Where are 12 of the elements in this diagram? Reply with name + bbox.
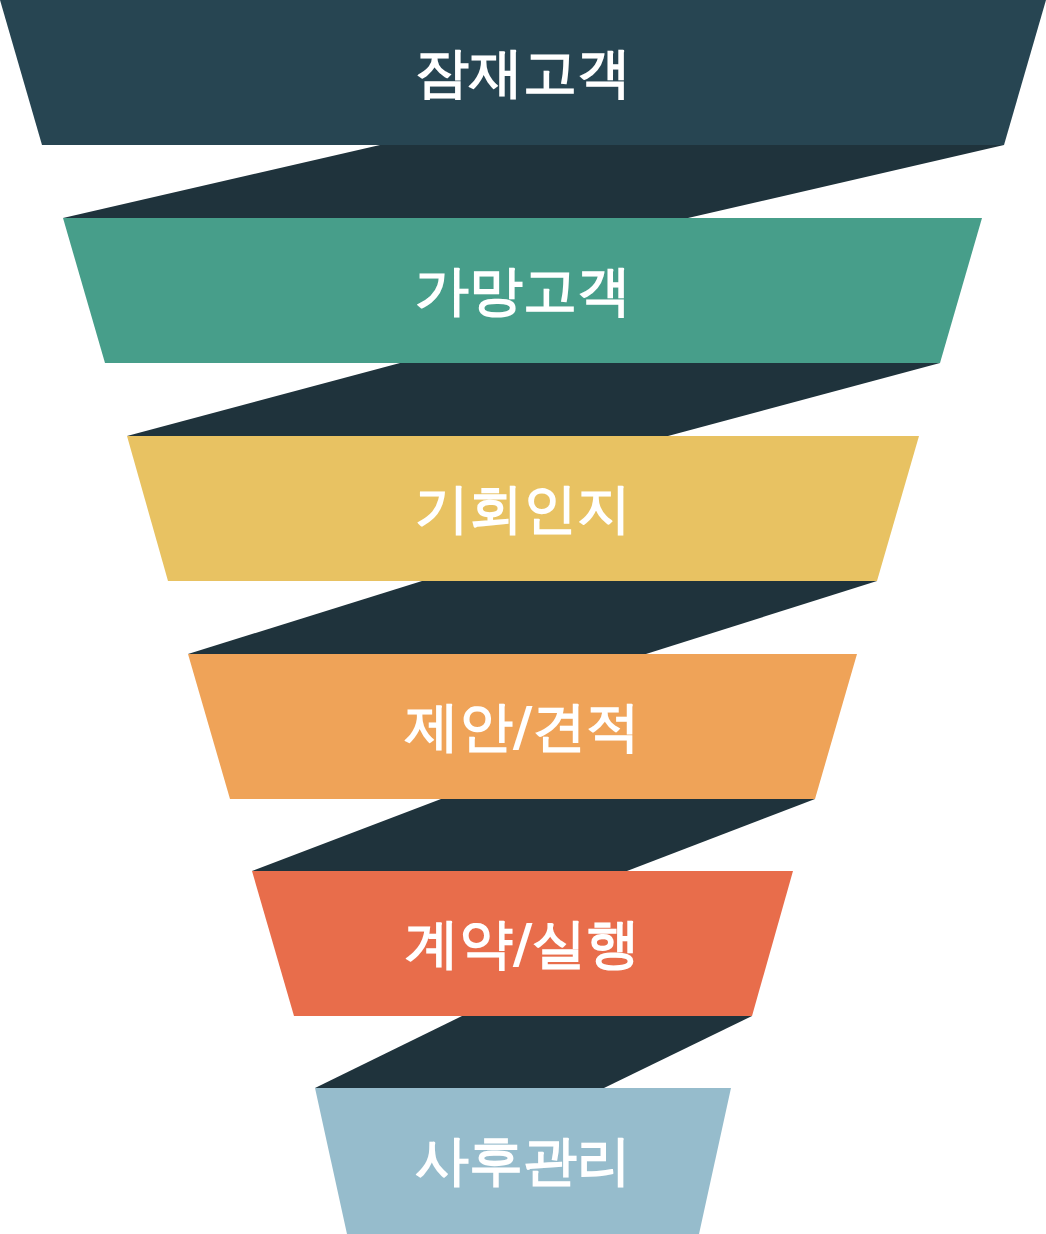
funnel-stage	[188, 654, 857, 799]
stage-label: 계약/실행	[403, 916, 642, 971]
stage-label: 제안/견적	[403, 699, 642, 754]
funnel-stage	[0, 0, 1046, 145]
stage-label: 사후관리	[414, 1134, 632, 1188]
stage-label: 잠재고객	[414, 45, 632, 100]
funnel-stage	[63, 218, 982, 363]
stage-label: 기회인지	[414, 481, 632, 536]
funnel-stage	[315, 1088, 731, 1234]
stage-label: 가망고객	[413, 263, 632, 318]
funnel-stage	[127, 436, 919, 581]
funnel-stage	[252, 871, 793, 1016]
